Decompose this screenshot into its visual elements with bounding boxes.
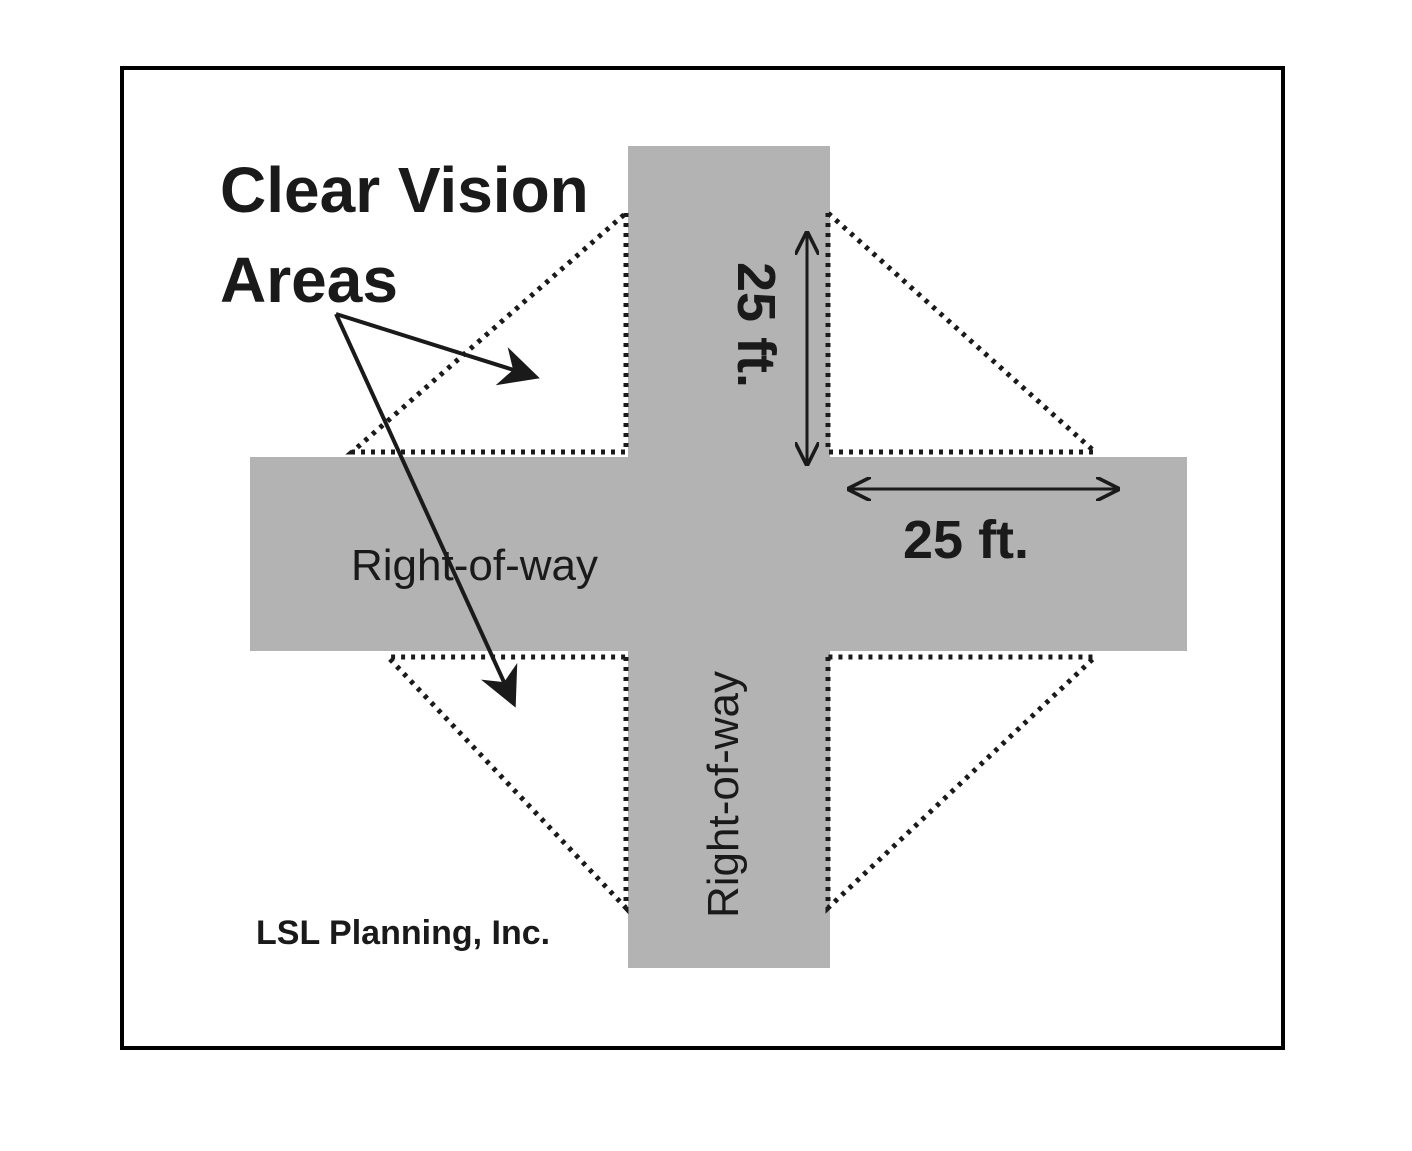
callout-arrows [334, 312, 540, 708]
clear-vision-triangles [345, 211, 1102, 915]
horizontal-dimension-label: 25 ft. [903, 510, 1029, 570]
callout-arrow-lower [334, 313, 518, 708]
title-line-1: Clear Vision [220, 154, 589, 226]
vertical-dimension-label: 25 ft. [726, 262, 786, 388]
triangle-bottom-left [382, 654, 629, 915]
vertical-right-of-way-label: Right-of-way [699, 671, 748, 918]
callout-arrow-upper [335, 312, 540, 386]
triangle-top-right [825, 211, 1102, 455]
horizontal-right-of-way-label: Right-of-way [351, 541, 598, 590]
triangle-bottom-right [825, 654, 1102, 914]
credit-label: LSL Planning, Inc. [256, 914, 550, 952]
title-line-2: Areas [220, 244, 398, 316]
